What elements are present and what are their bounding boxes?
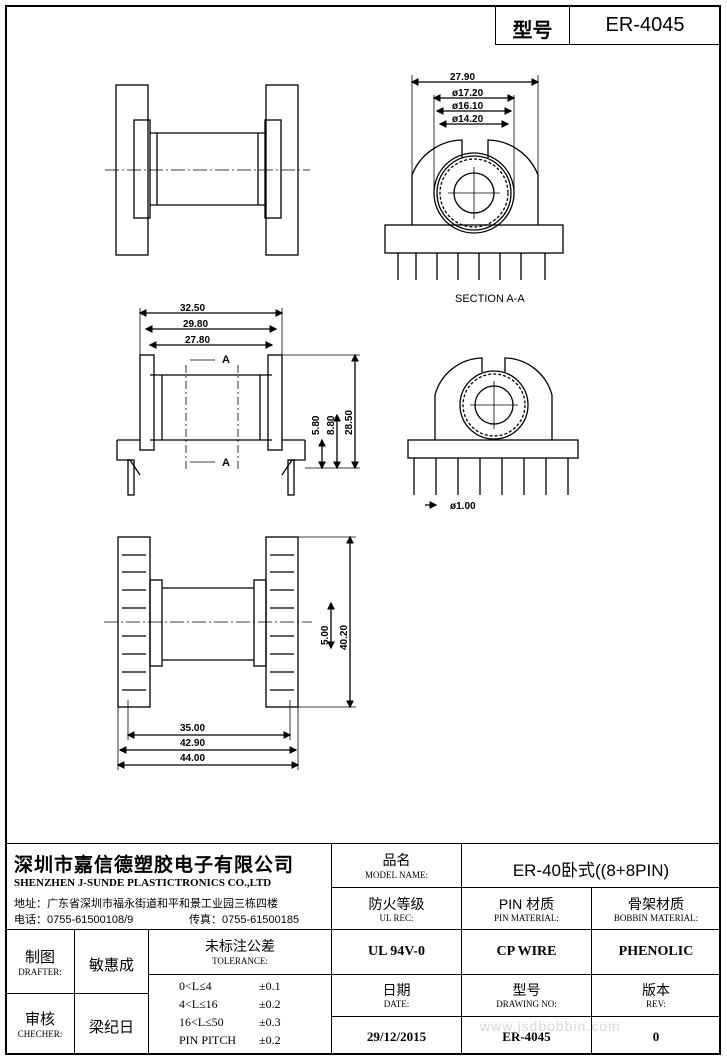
type-value: ER-4045 [605,14,685,36]
company-tel: 电话：0755-61500108/9 [14,914,134,926]
dim-35-00: 35.00 [180,723,205,734]
tol-range: 0<L≤4 [179,979,212,993]
dim-pin-dia: ø1.00 [450,501,476,512]
company-fax: 传真：0755-61500185 [189,914,300,926]
technical-drawing: 27.90 ø17.20 ø16.10 ø14.20 SECTION A-A 3… [104,72,579,770]
drafter-value-cell: 敏惠成 [74,929,149,994]
checker-label-cn: 审核 [24,1011,55,1028]
top-view [105,84,310,256]
dim-44-00: 44.00 [180,753,205,764]
model-value: ER-40卧式((8+8PIN) [512,861,670,880]
tolerance-label-cell: 未标注公差 TOLERANCE: [148,929,332,975]
date-label-cell: 日期 DATE: [331,974,462,1017]
rev-label-cell: 版本 REV: [591,974,721,1017]
section-view [384,75,564,280]
pin-value-cell: CP WIRE [461,929,592,975]
date-label-en: DATE: [383,999,410,1009]
ul-label-cn: 防火等级 [368,896,425,912]
section-mark-bottom: A [222,457,230,469]
dim-29-80: 29.80 [183,319,208,330]
drafter-label-cell: 制图 DRAFTER: [5,929,75,994]
bobbin-label-cell: 骨架材质 BOBBIN MATERIAL: [591,887,721,930]
front-view [116,308,360,496]
dim-32-50: 32.50 [180,303,205,314]
bottom-view [104,535,356,770]
type-label: 型号 [512,20,553,42]
bobbin-label-en: BOBBIN MATERIAL: [613,913,699,923]
date-value: 29/12/2015 [366,1029,427,1044]
tol-value: ±0.3 [259,1015,281,1029]
tol-range: 4<L≤16 [179,997,218,1011]
ul-value-cell: UL 94V-0 [331,929,462,975]
section-mark-top: A [222,354,230,366]
rev-label-en: REV: [646,999,666,1009]
dim-5-00: 5.00 [320,625,331,645]
company-name-en: SHENZHEN J-SUNDE PLASTICTRONICS CO.,LTD [14,877,272,889]
tol-value: ±0.2 [259,997,281,1011]
drawing-no-label-cell: 型号 DRAWING NO: [461,974,592,1017]
dim-42-90: 42.90 [180,738,205,749]
ul-value: UL 94V-0 [368,944,425,959]
date-value-cell: 29/12/2015 [331,1016,462,1055]
dim-16-10: ø16.10 [452,101,484,112]
tol-value: ±0.1 [259,979,281,993]
dim-28-50: 28.50 [344,410,355,435]
dim-17-20: ø17.20 [452,88,484,99]
dim-40-20: 40.20 [339,625,350,650]
tol-range: 16<L≤50 [179,1015,224,1029]
ul-label-cell: 防火等级 UL REC: [331,887,462,930]
watermark: www.jsdbobbin.com [480,1018,621,1034]
model-label-en: MODEL NAME: [365,870,428,880]
dim-8-80: 8.80 [326,415,337,435]
bobbin-value: PHENOLIC [618,944,694,959]
drawing-no-label-cn: 型号 [512,982,541,998]
section-label: SECTION A-A [455,293,525,305]
checker-value-cell: 梁纪日 [74,993,149,1055]
tolerance-label-en: TOLERANCE: [212,956,268,966]
tol-value: ±0.2 [259,1033,281,1047]
pin-label-cell: PIN 材质 PIN MATERIAL: [461,887,592,930]
pin-value: CP WIRE [496,944,557,959]
bobbin-label-cn: 骨架材质 [628,896,684,912]
checker-label-cell: 审核 CHECHER: [5,993,75,1055]
dim-14-20: ø14.20 [452,114,484,125]
drafter-value: 敏惠成 [88,957,134,974]
rev-value-cell: 0 [591,1016,721,1055]
rev-label-cn: 版本 [642,982,670,998]
pin-label-en: PIN MATERIAL: [494,913,559,923]
drawing-no-label-en: DRAWING NO: [496,999,557,1009]
tolerance-table: 0<L≤4 ±0.1 4<L≤16 ±0.2 16<L≤50 ±0.3 PIN … [148,974,332,1055]
dim-5-80: 5.80 [311,415,322,435]
model-value-cell: ER-40卧式((8+8PIN) [461,843,721,888]
drafter-label-en: DRAFTER: [18,967,62,977]
company-cell: 深圳市嘉信德塑胶电子有限公司 SHENZHEN J-SUNDE PLASTICT… [5,843,332,930]
dim-27-90: 27.90 [450,72,475,83]
company-address: 地址：广东省深圳市福永街道和平和景工业园三栋四楼 [14,898,278,910]
checker-value: 梁纪日 [88,1019,134,1036]
type-value-cell: ER-4045 [569,5,721,45]
date-label-cn: 日期 [382,982,411,998]
model-label-cn: 品名 [382,852,411,868]
end-view [407,357,579,509]
drafter-label-cn: 制图 [24,949,55,966]
ul-label-en: UL REC: [379,913,414,923]
model-label-cell: 品名 MODEL NAME: [331,843,462,888]
bobbin-value-cell: PHENOLIC [591,929,721,975]
dim-27-80: 27.80 [185,335,210,346]
rev-value: 0 [652,1029,660,1044]
drawing-no-value: ER-4045 [502,1029,551,1044]
checker-label-en: CHECHER: [17,1029,63,1039]
tolerance-label-cn: 未标注公差 [205,938,275,954]
company-name-cn: 深圳市嘉信德塑胶电子有限公司 [14,855,295,876]
tol-range: PIN PITCH [179,1033,237,1047]
pin-label-cn: PIN 材质 [498,896,555,912]
